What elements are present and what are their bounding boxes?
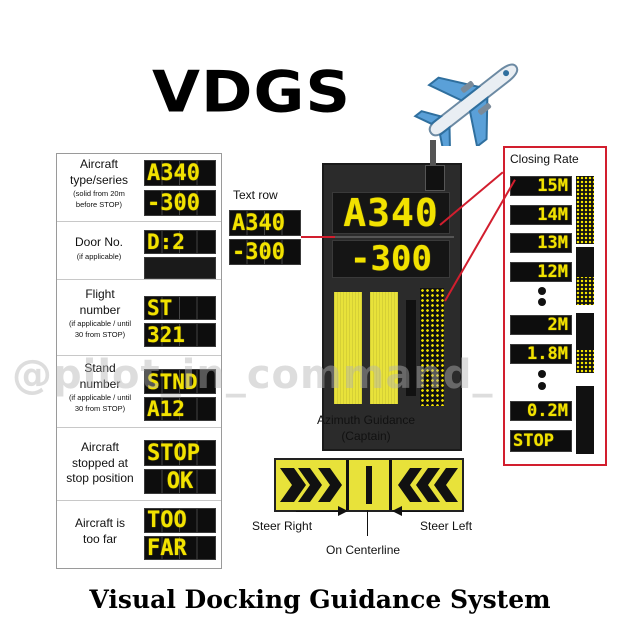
stand-number-label: Stand number (if applicable / until 30 f… [58,361,142,415]
ellipsis-dot [538,298,546,306]
azimuth-arrow-strip [274,458,464,512]
azimuth-bar-left [334,292,362,404]
display-sensor-housing [425,165,445,191]
display-far: FAR [144,536,216,560]
steer-left-arrowhead-icon [392,506,402,516]
closing-rate-2m: 2M [510,315,572,335]
steer-arrows-graphic [276,460,462,510]
centerline-tick [367,510,368,536]
main-display-line-1: A340 [332,192,450,234]
display-flight-prefix: ST [144,296,216,320]
closing-rate-13m: 13M [510,233,572,253]
display-door-number: D:2 [144,230,216,254]
display-stand-label: STND [144,369,216,394]
aircraft-stopped-title: Aircraft stopped at stop position [66,440,134,486]
ellipsis-dot [538,287,546,295]
steer-right-label: Steer Right [252,519,313,533]
flight-number-title: Flight number [79,287,121,317]
text-row-display-1: A340 [229,210,301,236]
steer-right-arrowhead-icon [338,506,348,516]
text-row-display-2: -300 [229,239,301,265]
azimuth-gap [406,300,416,396]
too-far-title: Aircraft is too far [74,516,125,546]
ellipsis-dot [538,382,546,390]
steer-right-line [296,511,342,512]
page-title: VDGS [152,58,351,126]
door-number-title: Door No. [74,235,124,249]
aircraft-type-note: (solid from 20m before STOP) [73,189,125,210]
on-centerline-label: On Centerline [326,543,401,557]
stand-number-title: Stand number [79,361,121,391]
closing-rate-stop: STOP [510,430,572,452]
flight-number-note: (if applicable / until 30 from STOP) [68,319,132,340]
text-row-label: Text row [233,188,278,202]
closing-rate-bar [420,288,444,406]
closing-rate-strip-2 [576,247,594,305]
main-display-divider [330,236,454,238]
closing-rate-1-8m: 1.8M [510,344,572,364]
display-door-blank [144,257,216,279]
stand-number-note: (if applicable / until 30 from STOP) [68,393,132,414]
too-far-label: Aircraft is too far [58,516,142,547]
main-display-line-2: -300 [332,240,450,278]
azimuth-guidance-label: Azimuth Guidance (Captain) [316,413,416,444]
closing-rate-14m: 14M [510,205,572,225]
display-stop: STOP [144,440,216,466]
closing-rate-15m: 15M [510,176,572,196]
aircraft-type-label: Aircraft type/series (solid from 20m bef… [58,157,140,211]
aircraft-type-title: Aircraft type/series [69,157,129,187]
closing-rate-strip-4 [576,386,594,454]
closing-rate-label: Closing Rate [510,152,579,166]
display-aircraft-type: A340 [144,160,216,186]
closing-rate-12m: 12M [510,262,572,282]
display-ok: OK [144,469,216,494]
airplane-icon [413,63,519,146]
flight-number-label: Flight number (if applicable / until 30 … [58,287,142,341]
display-too: TOO [144,508,216,533]
closing-rate-strip-3 [576,313,594,373]
closing-rate-strip-1 [576,176,594,244]
steer-left-label: Steer Left [420,519,473,533]
aircraft-stopped-label: Aircraft stopped at stop position [58,440,142,487]
steer-left-line [400,511,440,512]
door-number-label: Door No. (if applicable) [58,235,140,262]
closing-rate-0-2m: 0.2M [510,401,572,421]
display-stand-number: A12 [144,397,216,421]
display-flight-number: 321 [144,323,216,347]
watermark-text: @pilot_in_command_ [12,352,494,398]
callout-line-text-row [301,236,335,238]
display-mount-pole [430,140,436,166]
ellipsis-dot [538,370,546,378]
azimuth-bar-right [370,292,398,404]
diagram-subtitle: Visual Docking Guidance System [89,585,551,614]
display-aircraft-series: -300 [144,190,216,216]
message-legend-panel [56,153,222,569]
door-number-note: (if applicable) [76,251,122,261]
